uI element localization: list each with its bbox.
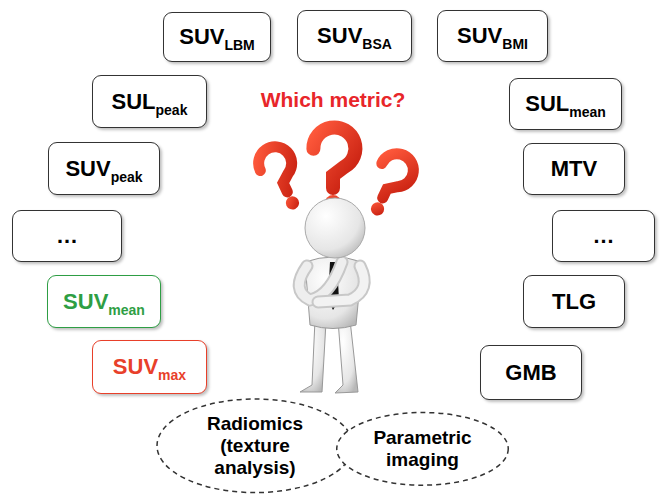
metric-name: SUV <box>457 23 502 48</box>
metric-box: SULmean <box>509 78 622 130</box>
metric-subscript: peak <box>111 169 143 185</box>
metric-name: TLG <box>552 289 596 314</box>
metric-box: MTV <box>523 143 625 195</box>
metric-box: SUVmean <box>47 275 161 328</box>
metric-subscript: BSA <box>362 36 392 52</box>
metric-name: … <box>56 223 78 248</box>
metric-subscript: mean <box>569 104 606 120</box>
topic-label: Radiomics (texture analysis) <box>185 413 325 479</box>
metric-box: … <box>12 210 122 262</box>
metric-box: … <box>552 210 655 262</box>
question-mark <box>253 141 311 215</box>
metric-subscript: BMI <box>502 36 528 52</box>
metric-name: SUL <box>112 89 156 114</box>
metric-name: SUV <box>113 354 158 379</box>
metric-box: SULpeak <box>92 75 207 128</box>
metric-name: GMB <box>505 360 556 385</box>
metric-subscript: LBM <box>224 37 254 53</box>
topic-ellipse: Parametric imaging <box>335 411 510 487</box>
metric-name: … <box>593 223 615 248</box>
metric-box: SUVLBM <box>163 12 271 62</box>
metric-box: GMB <box>480 345 582 400</box>
topic-label: Parametric imaging <box>365 427 480 471</box>
question-mark <box>361 148 419 222</box>
center-question: Which metric? <box>261 88 406 112</box>
metric-box: SUVBSA <box>297 10 412 62</box>
metric-box: SUVpeak <box>48 142 160 195</box>
metric-name: SUV <box>179 24 224 49</box>
metric-name: SUV <box>317 23 362 48</box>
metric-name: SUV <box>65 156 110 181</box>
metric-subscript: peak <box>156 102 188 118</box>
metric-box: TLG <box>523 275 625 328</box>
metric-name: SUL <box>525 91 569 116</box>
metric-name: MTV <box>551 156 597 181</box>
metric-name: SUV <box>63 289 108 314</box>
metric-box: SUVmax <box>92 340 207 394</box>
metric-subscript: max <box>158 367 186 383</box>
metric-subscript: mean <box>108 302 145 318</box>
metric-box: SUVBMI <box>437 10 548 62</box>
topic-ellipse: Radiomics (texture analysis) <box>155 397 355 495</box>
